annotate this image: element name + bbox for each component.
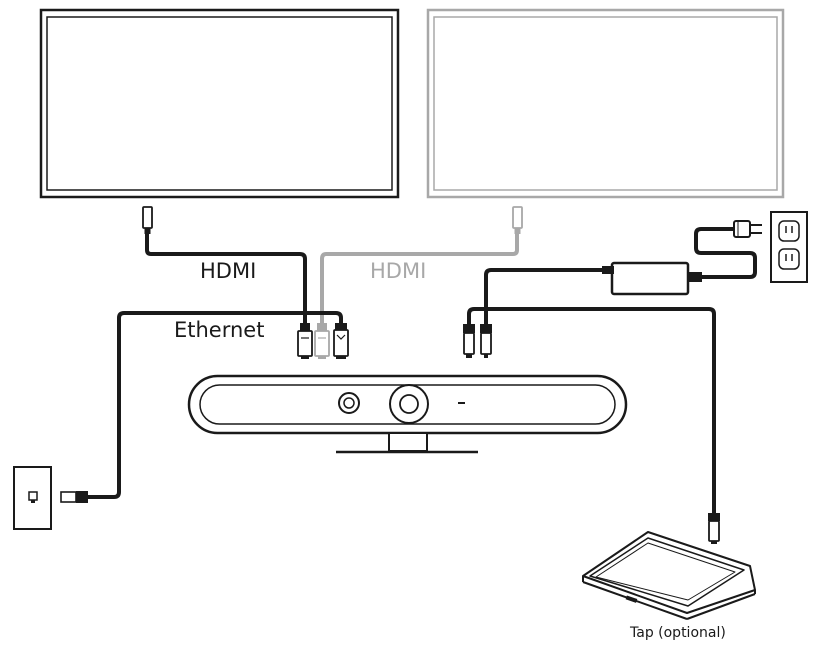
ethernet-cable	[60, 311, 349, 503]
wall-outlet	[770, 211, 808, 283]
ethernet-label: Ethernet	[174, 318, 265, 342]
tap-label: Tap (optional)	[630, 625, 726, 641]
tap-usb-cable	[463, 307, 720, 544]
video-bar	[187, 374, 628, 454]
hdmi-label-secondary: HDMI	[370, 259, 427, 283]
primary-display	[39, 8, 400, 199]
power-cable	[480, 220, 762, 358]
secondary-display	[426, 8, 785, 199]
hdmi-cable-secondary	[314, 206, 523, 359]
hdmi-label-primary: HDMI	[200, 259, 257, 283]
tap-controller	[582, 531, 756, 620]
ethernet-wall-jack	[13, 466, 52, 530]
hdmi-cable-primary	[142, 206, 313, 359]
